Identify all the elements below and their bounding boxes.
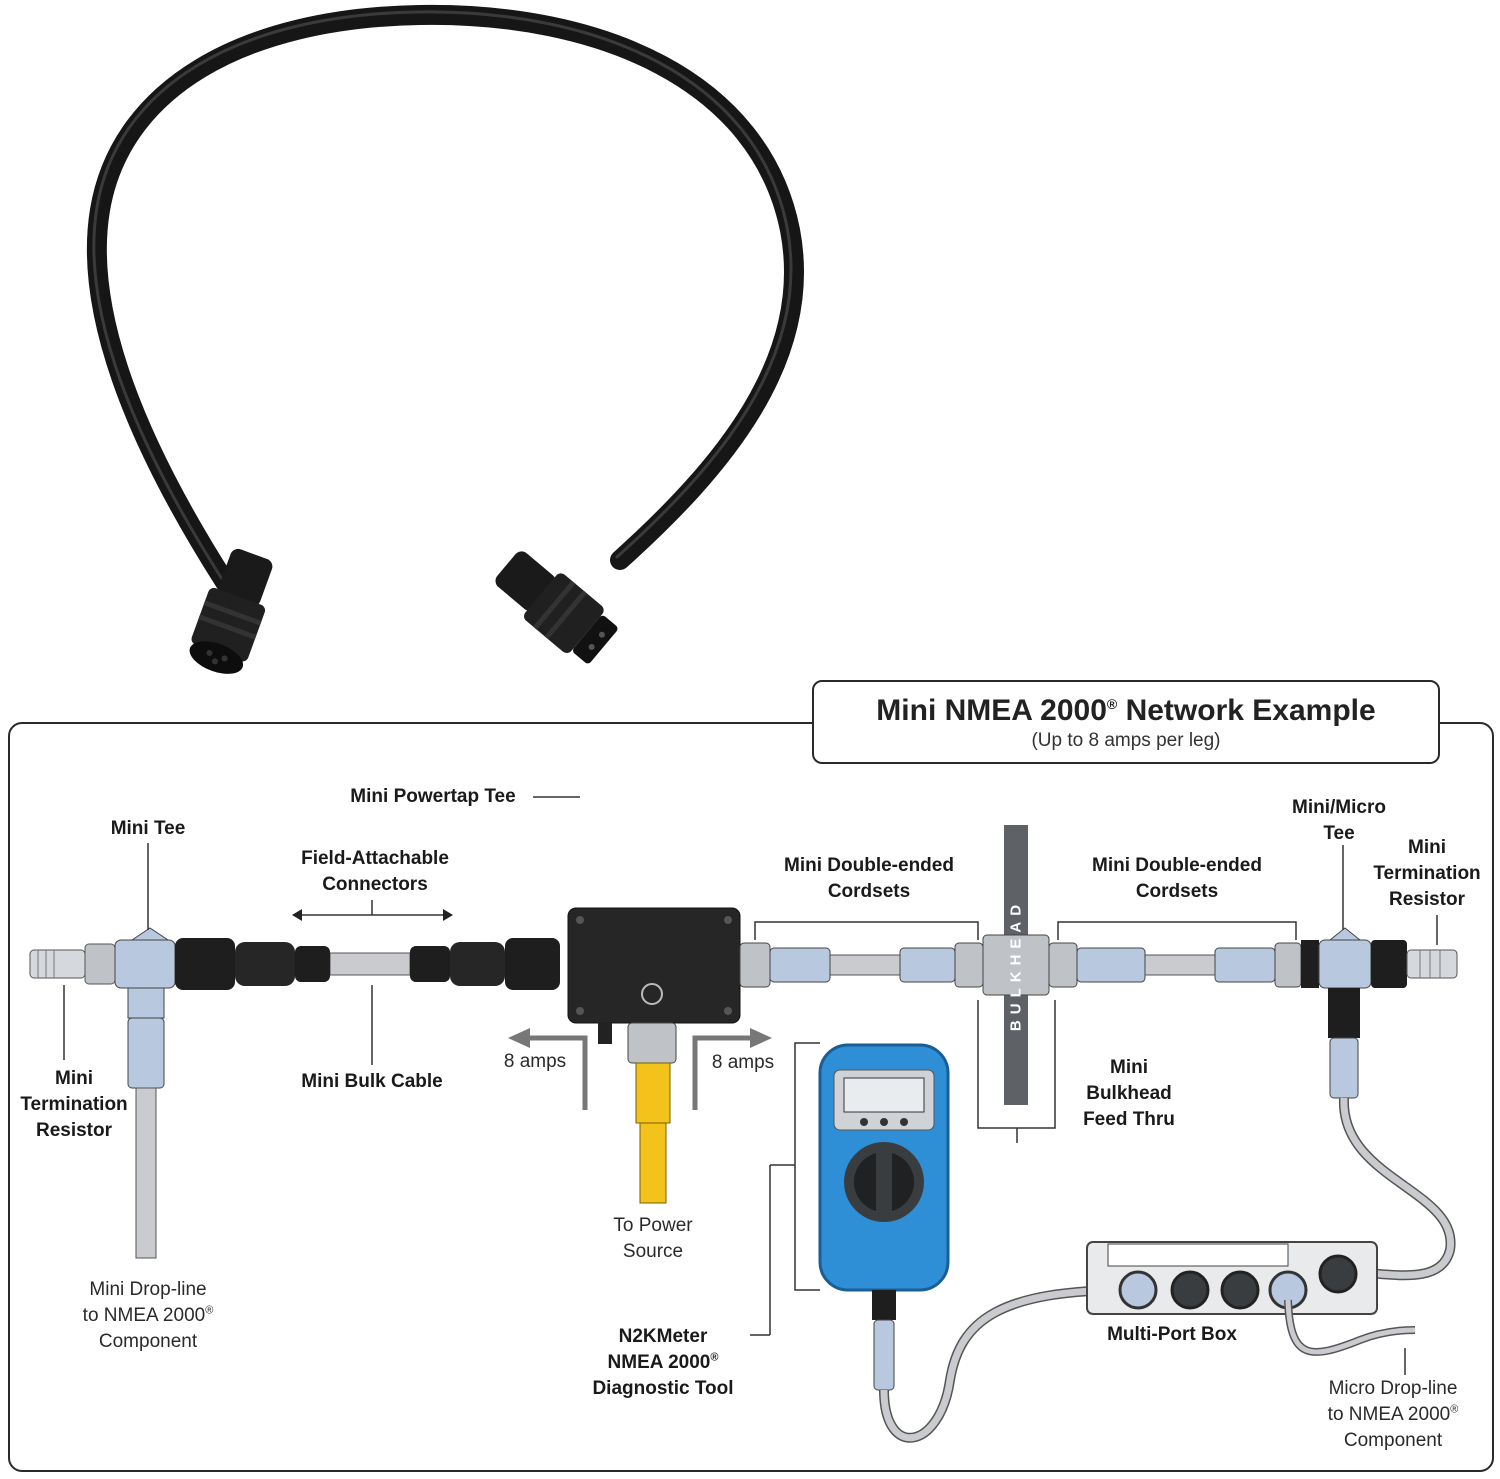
- cable-photo-loop: [86, 4, 804, 592]
- label-mini-powertap-tee: Mini Powertap Tee: [350, 786, 516, 807]
- arrow-left-head: [508, 1028, 530, 1048]
- cable-photo: [86, 4, 804, 674]
- male-connector-photo: [495, 551, 618, 664]
- label-mini-tee: Mini Tee: [110, 818, 186, 839]
- female-connector-photo: [189, 548, 273, 674]
- diagram-frame: [8, 722, 1494, 1472]
- arrow-right-icon: [692, 1035, 755, 1110]
- multi-port-box: [1086, 1241, 1416, 1356]
- cordset-cable-left: [829, 954, 901, 976]
- cordset-right: [1048, 942, 1302, 988]
- arrowhead-left: [292, 909, 302, 921]
- label-mini-bulk-cable: Mini Bulk Cable: [301, 1071, 443, 1092]
- cable-photo-highlight: [92, 10, 793, 581]
- leader-lines: [63, 796, 1438, 1375]
- mini-powertap-tee: [567, 907, 741, 1204]
- bulkhead-panel-label: BULKHEAD: [1007, 898, 1025, 1032]
- mini-micro-tee: [1301, 927, 1456, 1281]
- arrow-left-icon: [525, 1035, 588, 1110]
- diagram-title: Mini NMEA 2000® Network Example: [876, 694, 1376, 727]
- bulkhead-panel: [982, 825, 1050, 1105]
- field-connector-right: [410, 938, 560, 990]
- label-8-amps-left: 8 amps: [503, 1051, 567, 1072]
- diagram-subtitle: (Up to 8 amps per leg): [1031, 730, 1221, 751]
- label-8-amps-right: 8 amps: [711, 1052, 775, 1073]
- left-termination-resistor: [29, 943, 116, 985]
- label-multi-port-box: Multi-Port Box: [1107, 1324, 1237, 1345]
- arrow-right-head: [750, 1028, 772, 1048]
- diagram-title-box: Mini NMEA 2000® Network Example (Up to 8…: [812, 680, 1440, 764]
- cordset-cable-right: [1144, 954, 1216, 976]
- cordset-left: [739, 942, 984, 988]
- bulk-cable-segment: [329, 952, 411, 976]
- right-termination-resistor: [1371, 940, 1458, 988]
- arrowhead-right: [443, 909, 453, 921]
- field-connector-left: [175, 938, 330, 990]
- mini-tee-left: [114, 927, 176, 1259]
- n2kmeter-device: [818, 1043, 1131, 1443]
